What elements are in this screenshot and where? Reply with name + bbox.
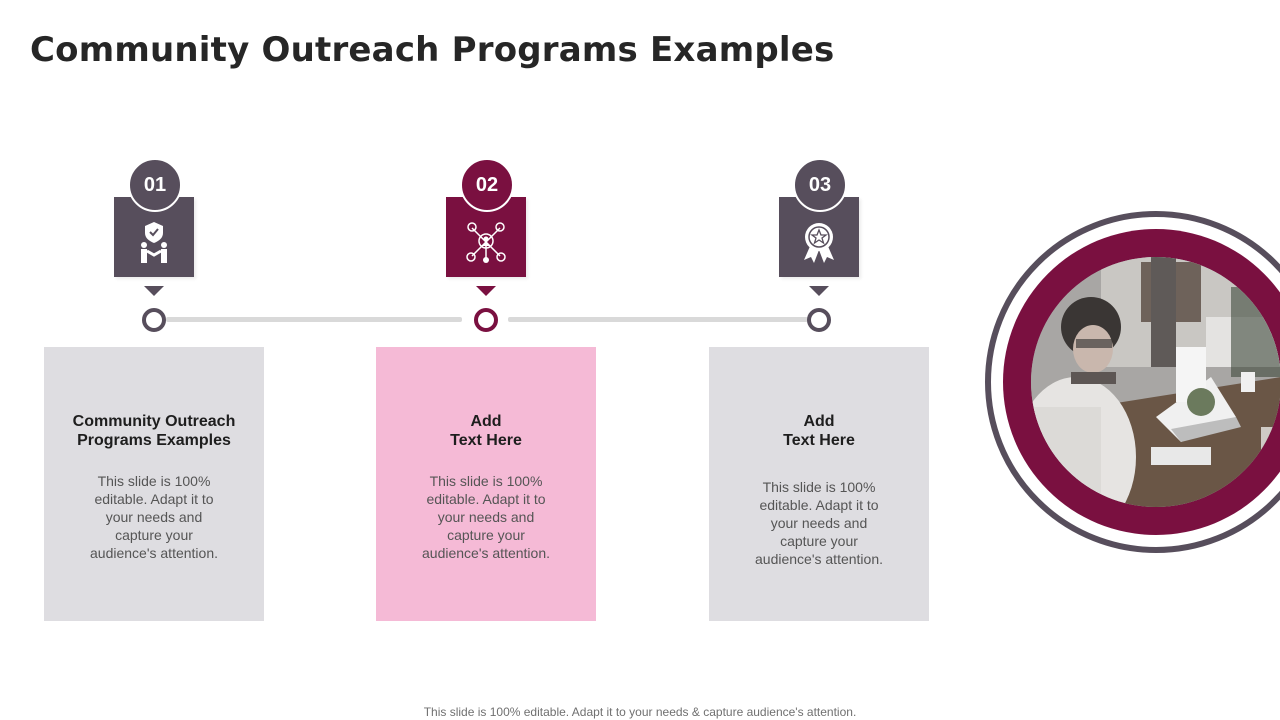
- timeline-dot: [474, 308, 498, 332]
- timeline-connector-left: [166, 317, 462, 322]
- office-meeting-photo: [1031, 257, 1280, 507]
- step-heading: Add Text Here: [450, 413, 522, 449]
- step-icon-box: [114, 197, 194, 277]
- step-1: 01 Community Outreach Programs Examples …: [44, 0, 264, 720]
- step-icon-box: [779, 197, 859, 277]
- step-heading: Community Outreach Programs Examples: [72, 413, 236, 449]
- step-card: Community Outreach Programs Examples Thi…: [44, 347, 264, 621]
- step-pointer: [144, 286, 164, 296]
- step-2: 02 Add Text Here This slide is 100% edit…: [376, 0, 596, 720]
- step-card: Add Text Here This slide is 100% editabl…: [709, 347, 929, 621]
- step-number-badge: 03: [793, 158, 847, 212]
- step-card: Add Text Here This slide is 100% editabl…: [376, 347, 596, 621]
- timeline-dot: [142, 308, 166, 332]
- timeline-connector-right: [508, 317, 808, 322]
- handshake-shield-icon: [141, 222, 167, 263]
- award-ribbon-icon: [804, 223, 834, 263]
- footer-note: This slide is 100% editable. Adapt it to…: [423, 705, 857, 719]
- step-number-badge: 01: [128, 158, 182, 212]
- step-heading: Add Text Here: [783, 413, 855, 449]
- network-people-icon: [466, 222, 506, 263]
- timeline-dot: [807, 308, 831, 332]
- step-3: 03 Add Text Here This slide is 100% edit…: [709, 0, 929, 720]
- step-body: This slide is 100% editable. Adapt it to…: [422, 473, 550, 561]
- page-title: Community Outreach Programs Examples: [30, 30, 835, 70]
- step-number-badge: 02: [460, 158, 514, 212]
- step-pointer: [476, 286, 496, 296]
- step-pointer: [809, 286, 829, 296]
- step-body: This slide is 100% editable. Adapt it to…: [755, 479, 883, 567]
- step-body: This slide is 100% editable. Adapt it to…: [90, 473, 218, 561]
- photo-illustration: [1031, 257, 1280, 507]
